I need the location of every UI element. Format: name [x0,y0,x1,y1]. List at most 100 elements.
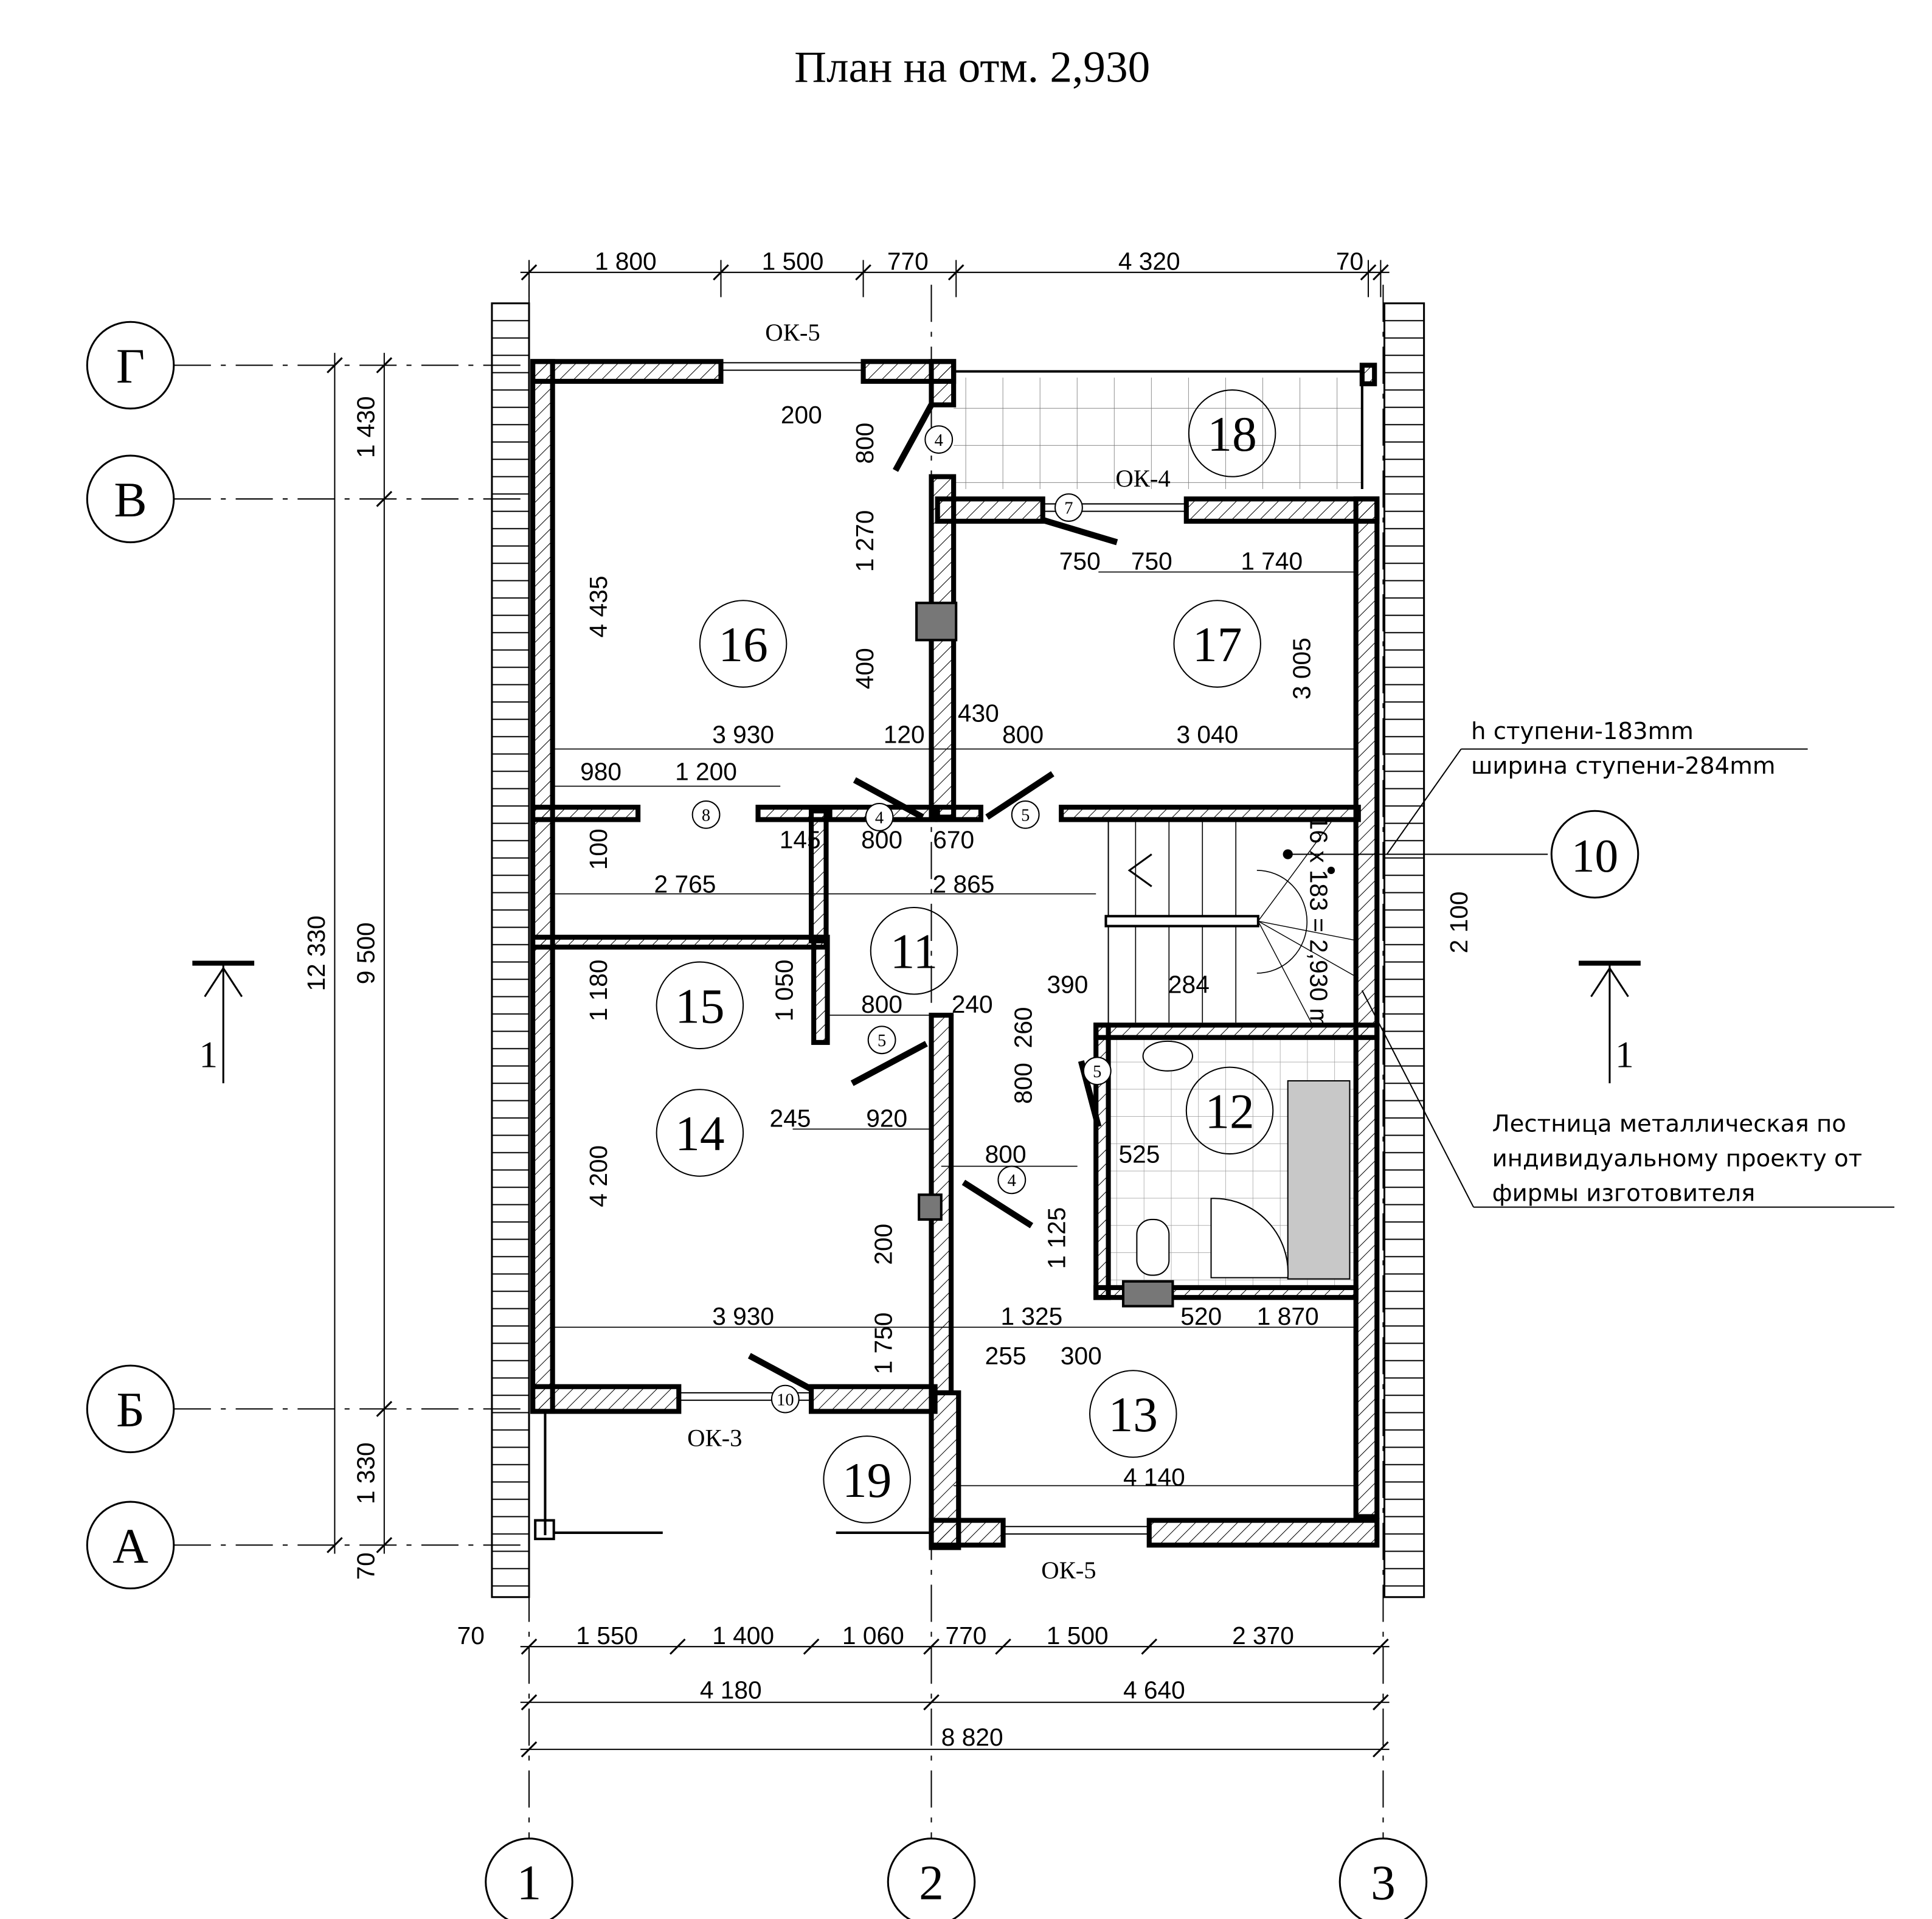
door-leaf [850,1041,928,1086]
door-tag-label: 8 [702,807,710,825]
dimension-tick [521,264,538,281]
room-number-bubble [656,1089,744,1177]
adjacent-wall-left [491,302,530,1598]
axis-label-row: В [114,472,147,527]
room-number-bubble [1089,1370,1177,1458]
dimension-text: 1 050 [770,959,798,1021]
dimension-text: 920 [866,1104,907,1132]
dimension-text: 1 500 [762,248,824,276]
stair-note-line: индивидуальному проекту от [1492,1145,1863,1172]
door-tag-label: 5 [878,1032,886,1050]
dimension-tick [995,1638,1011,1655]
leader-line [1386,748,1462,855]
room-number-bubble [1185,1066,1274,1155]
section-arrow-head [204,966,243,998]
dimension-text: 200 [869,1224,897,1265]
adjacent-wall-right [1383,302,1425,1598]
door-tag-label: 4 [875,809,884,828]
dimension-text: 1 200 [675,757,737,785]
dimension-text: 2 370 [1232,1622,1294,1650]
axis-bubble [1338,1837,1428,1919]
wall [530,359,724,384]
door-tag-label: 4 [935,431,943,450]
stair-winder-line [1258,921,1314,1025]
dimension-tick [521,1694,538,1711]
door-tag-label: 5 [1093,1063,1101,1081]
dimension-text: 400 [851,648,879,689]
door-leaf [893,403,934,472]
room-number: 17 [1193,617,1242,672]
section-label: 1 [199,1035,218,1076]
dimension-text: 520 [1180,1302,1222,1330]
wall [530,359,555,1414]
dimension-tick [1373,1638,1389,1655]
door-leaf [985,771,1054,820]
dimension-tick [713,264,729,281]
stair-step-width-note: ширина ступени-284mm [1471,752,1776,780]
dimension-tick [1373,264,1389,281]
dimension-text: 240 [952,990,993,1018]
dimension-tick [1360,264,1377,281]
dimension-tick [376,491,393,507]
stair-winder-line [1258,822,1332,921]
axis-bubble [86,1364,175,1454]
dimension-text: 800 [985,1140,1027,1168]
dimension-text: 1 060 [842,1622,904,1650]
dimension-text: 670 [933,825,974,853]
axis-label-col: 1 [517,1855,542,1910]
dimension-tick [923,1638,940,1655]
axis-bubble [86,1501,175,1590]
door-tag-label: 10 [777,1390,794,1409]
wall [530,934,829,950]
dimension-tick [1141,1638,1158,1655]
plan-title: План на отм. 2,930 [794,42,1150,91]
door-tag [865,803,894,831]
dimension-tick [376,1536,393,1553]
door-tag [691,800,721,829]
stair-note-line: Лестница металлическая по [1492,1110,1846,1137]
wall [1359,363,1377,387]
dimension-text: 4 200 [584,1145,612,1207]
dimension-text: 2 100 [1445,892,1473,954]
dimension-text: 245 [770,1104,811,1132]
dimension-text: 525 [1119,1140,1160,1168]
room-number-bubble [699,600,788,688]
dimension-text: 4 320 [1118,248,1180,276]
room-number-bubble [870,906,958,995]
dimension-text: 430 [958,699,999,727]
bathtub [1287,1080,1351,1280]
dimension-text: 1 330 [352,1442,380,1504]
room-number: 19 [842,1452,892,1508]
room-number-bubble [656,961,744,1050]
axis-label-row: Г [116,338,145,394]
wall [929,1518,1006,1548]
dimension-tick [1373,1694,1389,1711]
stair-point [1327,866,1335,875]
dimension-text: 1 750 [869,1313,897,1375]
wall [530,805,641,822]
dimension-text: 1 550 [576,1622,638,1650]
axis-bubble [86,321,175,410]
column [918,1193,943,1221]
door-leaf [747,1353,813,1392]
wall [530,1384,682,1414]
axis-label-col: 2 [919,1855,944,1910]
leader-line [1361,990,1474,1208]
window-label: ОК-5 [765,319,820,346]
dimension-tick [376,1401,393,1417]
axis-bubble [86,454,175,544]
stair-stringer [1104,915,1259,928]
dimension-tick [669,1638,686,1655]
window-label: ОК-5 [1041,1556,1096,1584]
dimension-text: 390 [1047,970,1088,998]
dimension-text: 3 930 [712,720,774,748]
door-tag [867,1025,896,1055]
dimension-text: 1 870 [1257,1302,1319,1330]
dimension-text: 1 270 [851,510,879,572]
door-tag [1082,1057,1112,1086]
door-leaf [1042,517,1118,546]
dimension-tick [803,1638,820,1655]
door-tag-label: 7 [1064,499,1073,518]
column [915,602,958,642]
